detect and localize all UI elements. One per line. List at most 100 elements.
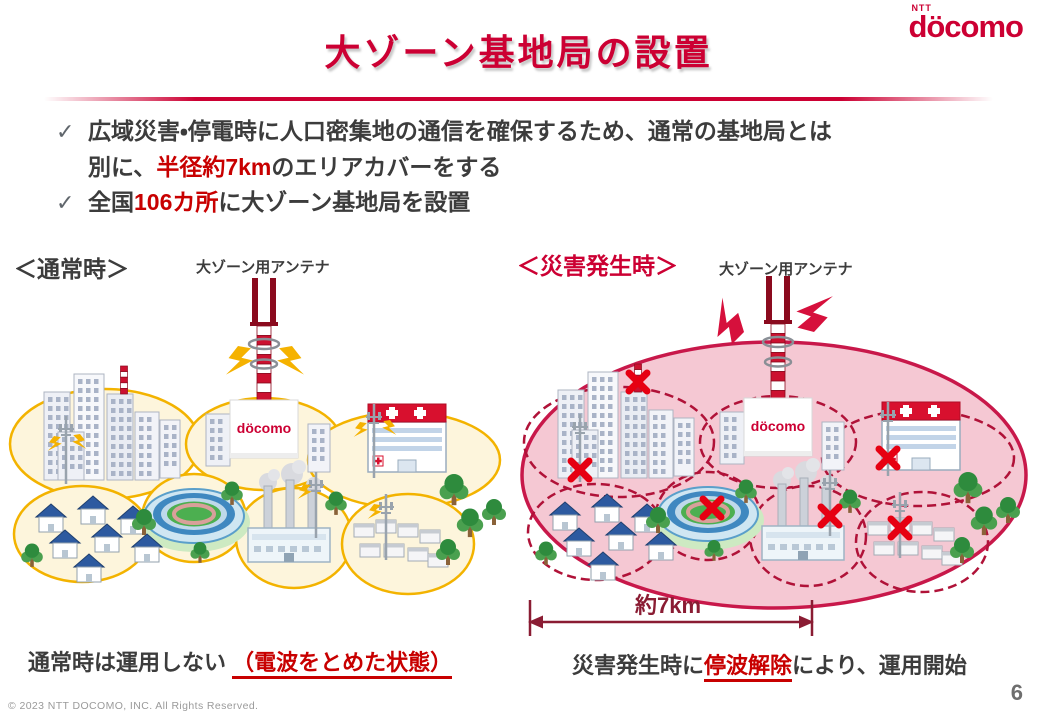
tree-icon [436,539,460,565]
building-icon [719,411,745,465]
house-icon [586,551,620,581]
docomo-building: döcomo [229,399,299,459]
coverage-zone-ellipse [340,492,476,596]
title-underline [44,97,993,101]
normal-caption-text: 通常時は運用しない [28,650,227,675]
x-mark-icon [567,457,593,483]
tree-icon [325,491,347,515]
building-icon [106,393,134,481]
lightning-icon [796,296,833,332]
tree-icon [482,499,506,525]
bullet-text: 広域災害・停電時に人口密集地の通信を確保するため、通常の基地局とは 別に、半径約… [88,114,832,185]
base-station-pole-icon [308,472,324,538]
disaster-caption-text: 災害発生時に [572,653,705,678]
base-station-pole-icon [366,404,382,478]
disaster-caption: 災害発生時に停波解除により、運用開始 [572,648,967,682]
lightning-icon [367,504,382,519]
lightning-icon [382,420,397,435]
distance-label: 約7km [634,593,701,618]
bullet-list: ✓ 広域災害・停電時に人口密集地の通信を確保するため、通常の基地局とは 別に、半… [56,114,1006,221]
page-title: 大ゾーン基地局の設置 [324,32,713,73]
house-icon [76,495,110,525]
tree-icon [970,506,998,536]
check-icon: ✓ [56,119,75,144]
house-icon [548,501,582,531]
building-icon [620,391,648,479]
bullet-text: 全国106カ所に大ゾーン基地局を設置 [88,185,470,221]
house-icon [604,521,638,551]
building-icon [821,421,845,471]
disaster-caption-emphasis: 停波解除 [704,653,793,682]
normal-panel-label: ＜通常時＞ [14,256,129,282]
house-icon [48,529,82,559]
tree-icon [996,497,1020,523]
lightning-icon [47,436,62,451]
tree-icon [439,474,469,506]
bullet-item: ✓ 広域災害・停電時に人口密集地の通信を確保するため、通常の基地局とは 別に、半… [56,114,1006,185]
docomo-building: döcomo [743,397,813,457]
normal-caption-emphasis: （電波をとめた状態） [232,650,453,679]
x-mark-icon [875,445,901,471]
x-mark-icon [817,503,843,529]
small-house-icon [933,527,955,542]
bullet-item: ✓ 全国106カ所に大ゾーン基地局を設置 [56,185,1006,221]
small-house-icon [867,521,889,536]
disaster-panel-label: ＜災害発生時＞ [517,253,678,279]
bullet-1-line-1: 広域災害・停電時に人口密集地の通信を確保するため、通常の基地局とは [88,118,832,144]
building-icon [159,419,181,479]
normal-caption: 通常時は運用しない （電波をとめた状態） [28,645,453,679]
docomo-box-label: döcomo [237,420,291,436]
lightning-icon [72,434,87,449]
tree-icon [950,537,974,563]
docomo-logo-text: döcomo [908,9,1024,44]
small-house-icon [397,523,419,538]
small-house-icon [353,523,375,538]
normal-scene-illustration: döcomo [8,278,506,596]
small-house-icon [921,545,943,560]
x-mark-icon [699,495,725,521]
large-zone-antenna-icon [761,276,795,401]
base-station-pole-icon [378,494,394,560]
distance-arrow: 約7km [528,593,814,636]
lightning-icon [353,422,368,437]
tree-icon [190,542,210,563]
factory-icon [247,460,331,563]
building-icon [205,413,231,467]
bullet-2-text: 全国 [88,189,134,216]
tree-icon [21,543,43,567]
small-house-icon [911,521,933,536]
small-house-icon [873,541,895,556]
tree-icon [704,540,724,561]
large-zone-antenna-icon [247,278,281,403]
small-house-icon [419,529,441,544]
house-icon [72,553,106,583]
building-icon [307,423,331,473]
docomo-logo: NTT döcomo [908,3,1024,44]
lightning-icon [297,484,312,499]
building-icon [648,409,674,479]
house-icon [644,531,678,561]
tree-icon [953,472,983,504]
bullet-1-emphasis: 半径約7km [156,153,272,180]
base-station-pole-icon [822,470,838,536]
bullet-1-line-2-end: のエリアカバーをする [271,153,502,180]
bullet-1-line-2: 別に、 [88,153,157,180]
house-icon [562,527,596,557]
tree-icon [735,479,757,503]
check-icon: ✓ [56,190,75,216]
lightning-icon [717,297,744,345]
tree-icon [535,541,557,565]
page-number: 6 [1010,680,1023,705]
ntt-logo-text: NTT [911,3,932,13]
tree-icon [132,509,156,535]
base-station-pole-icon [880,402,896,476]
small-house-icon [897,541,919,556]
bullet-2-emphasis: 106カ所 [134,189,219,216]
tree-icon [646,507,670,533]
small-house-icon [359,543,381,558]
building-icon [673,417,695,477]
house-icon [34,503,68,533]
tree-icon [456,508,484,538]
copyright-text: © 2023 NTT DOCOMO, INC. All Rights Reser… [8,700,259,712]
